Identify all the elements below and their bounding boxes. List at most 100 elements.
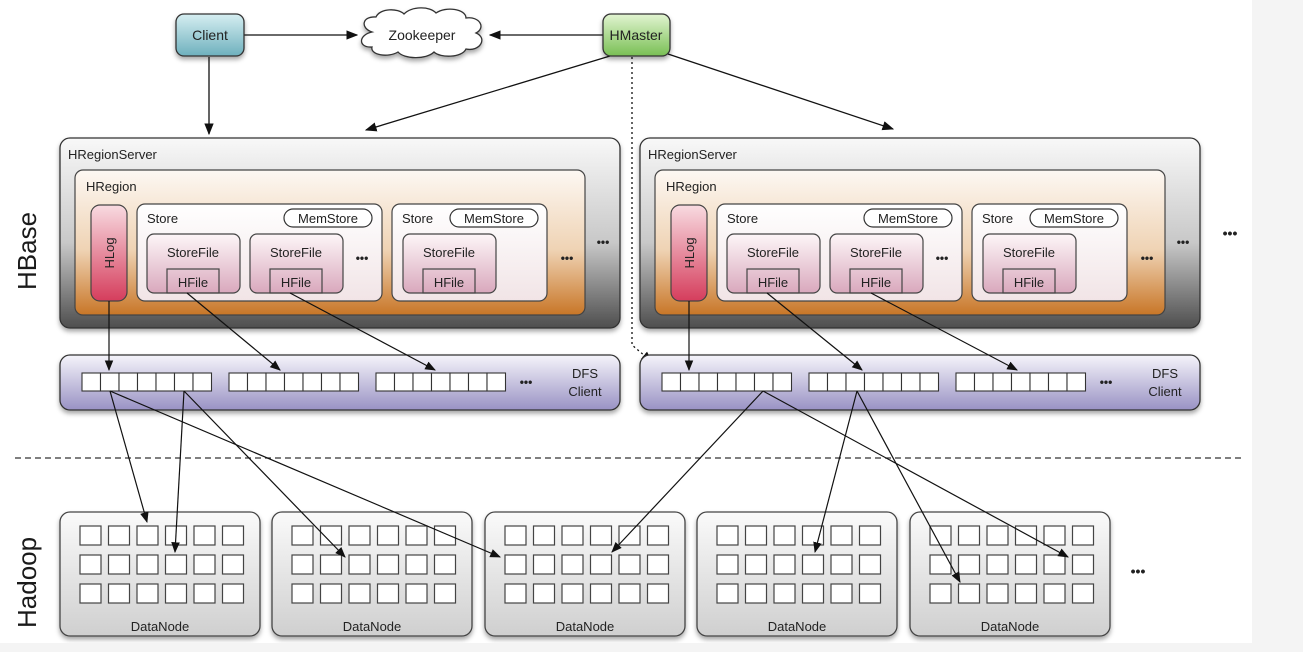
datanode-block[interactable] [532,554,556,575]
datanode-block[interactable] [291,525,314,546]
datanode-block[interactable] [929,554,952,575]
block-cell[interactable] [265,372,286,392]
datanode-block[interactable] [221,554,245,575]
datanode-block[interactable] [532,583,556,604]
block-cell[interactable] [228,372,249,392]
datanode-block[interactable] [291,554,314,575]
datanode-block[interactable] [348,583,371,604]
block-cell[interactable] [900,372,921,392]
datanode[interactable]: DataNode [696,511,898,637]
datanode-block[interactable] [319,554,343,575]
hlog[interactable]: HLog [90,204,128,302]
memstore-pill[interactable] [1029,208,1119,228]
datanode-block[interactable] [405,525,428,546]
datanode-block[interactable] [1014,525,1038,546]
datanode-block[interactable] [744,525,768,546]
datanode[interactable]: DataNode [909,511,1111,637]
block-cell[interactable] [155,372,176,392]
datanode-block[interactable] [221,525,245,546]
block-cell[interactable] [826,372,847,392]
datanode-block[interactable] [433,525,457,546]
datanode[interactable]: DataNode [271,511,473,637]
datanode-block[interactable] [986,525,1009,546]
datanode-block[interactable] [136,525,159,546]
datanode-block[interactable] [957,583,981,604]
datanode-block[interactable] [504,525,527,546]
datanode-block[interactable] [646,583,670,604]
datanode[interactable]: DataNode [484,511,686,637]
block-cell[interactable] [393,372,414,392]
datanode-block[interactable] [858,554,882,575]
hfile-box[interactable] [166,268,220,294]
block-cell[interactable] [863,372,884,392]
datanode-block[interactable] [589,554,613,575]
datanode-block[interactable] [986,583,1009,604]
datanode-block[interactable] [1043,554,1066,575]
block-cell[interactable] [772,372,793,392]
datanode-block[interactable] [618,525,641,546]
block-cell[interactable] [1029,372,1050,392]
datanode-block[interactable] [830,583,853,604]
datanode-block[interactable] [79,554,102,575]
datanode-block[interactable] [618,583,641,604]
datanode-block[interactable] [1071,583,1095,604]
hfile-box[interactable] [746,268,800,294]
block-cell[interactable] [753,372,774,392]
datanode-block[interactable] [716,554,739,575]
datanode-block[interactable] [773,583,796,604]
datanode-block[interactable] [744,583,768,604]
datanode-block[interactable] [433,583,457,604]
datanode-block[interactable] [376,525,400,546]
datanode-block[interactable] [929,525,952,546]
block-cell[interactable] [882,372,903,392]
block-cell[interactable] [412,372,433,392]
block-cell[interactable] [283,372,304,392]
datanode-block[interactable] [319,525,343,546]
datanode-block[interactable] [348,554,371,575]
datanode-block[interactable] [801,554,825,575]
datanode-block[interactable] [504,583,527,604]
block-cell[interactable] [661,372,682,392]
datanode[interactable]: DataNode [59,511,261,637]
block-cell[interactable] [320,372,341,392]
datanode-block[interactable] [561,583,584,604]
block-cell[interactable] [735,372,756,392]
block-cell[interactable] [430,372,451,392]
datanode-block[interactable] [773,554,796,575]
block-cell[interactable] [449,372,470,392]
memstore-pill[interactable] [449,208,539,228]
datanode-block[interactable] [744,554,768,575]
datanode-block[interactable] [376,554,400,575]
datanode-block[interactable] [376,583,400,604]
datanode-block[interactable] [193,525,216,546]
block-cell[interactable] [192,372,213,392]
datanode-block[interactable] [773,525,796,546]
block-cell[interactable] [81,372,102,392]
datanode-block[interactable] [291,583,314,604]
datanode-block[interactable] [79,525,102,546]
datanode-block[interactable] [221,583,245,604]
datanode-block[interactable] [107,525,131,546]
block-cell[interactable] [679,372,700,392]
memstore-pill[interactable] [863,208,953,228]
block-cell[interactable] [375,372,396,392]
datanode-block[interactable] [1014,583,1038,604]
hfile-box[interactable] [269,268,323,294]
datanode-block[interactable] [561,525,584,546]
datanode-block[interactable] [532,525,556,546]
datanode-block[interactable] [801,583,825,604]
datanode-block[interactable] [1071,525,1095,546]
hfile-box[interactable] [849,268,903,294]
block-cell[interactable] [339,372,360,392]
